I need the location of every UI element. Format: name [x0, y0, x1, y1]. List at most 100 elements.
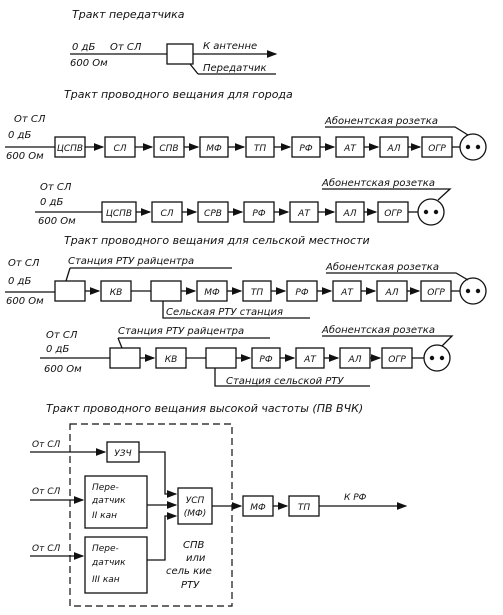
label-mf: МФ [206, 144, 222, 154]
label-station-village: Станция сельской РТУ [226, 376, 344, 387]
label-mf: МФ [250, 503, 266, 513]
title-city-path: Тракт проводного вещания для города [64, 88, 293, 101]
label-transmitter: Передатчик [203, 63, 267, 74]
section-rural-row1: От СЛ 0 дБ 600 Ом КВ МФ ТП РФ АТ АЛ ОГР … [5, 256, 487, 319]
label-from-sl: От СЛ [8, 258, 40, 269]
section-hf: От СЛ УЗЧ От СЛ Пере- датчик II кан От С… [30, 423, 408, 607]
label-al: АЛ [348, 355, 362, 365]
label-tx3-line1: Пере- [92, 544, 119, 554]
title-rural-path: Тракт проводного вещания для сельской ме… [64, 234, 370, 247]
rtu-boundary [69, 423, 233, 607]
label-uzch: УЗЧ [114, 449, 131, 459]
label-input-3: От СЛ [32, 544, 60, 554]
label-tx2-line1: Пере- [92, 483, 119, 493]
box-usp [177, 487, 213, 525]
label-to-antenna: К антенне [203, 41, 257, 52]
label-kv: КВ [165, 355, 178, 365]
section-transmitter: 0 дБ От СЛ 600 Ом К антенне Передатчик [70, 41, 278, 75]
label-spv-1: СПВ [183, 540, 205, 551]
label-sl: СЛ [160, 209, 173, 219]
label-al: АЛ [385, 288, 399, 298]
label-spv: СПВ [159, 144, 178, 154]
label-rf: РФ [299, 144, 312, 154]
box-transmitter [166, 43, 194, 65]
label-subscriber-socket: Абонентская розетка [324, 115, 438, 127]
label-zero-db: 0 дБ [72, 42, 95, 53]
label-spv-3: сель кие [166, 566, 212, 577]
label-tx2-line2: датчик [91, 496, 126, 506]
socket-pin-icon [433, 209, 439, 215]
label-ogr: ОГР [428, 144, 446, 154]
label-tp: ТП [254, 144, 266, 154]
socket-pin-icon [423, 209, 429, 215]
subscriber-socket-icon [423, 344, 451, 372]
leader-station-center [117, 337, 270, 349]
label-sl: СЛ [113, 144, 126, 154]
label-600-ohm: 600 Ом [44, 364, 82, 375]
label-at: АТ [343, 144, 357, 154]
label-station-village: Сельская РТУ станция [166, 307, 283, 318]
leader-socket [326, 272, 469, 281]
section-city-row2: От СЛ 0 дБ 600 Ом ЦСПВ СЛ СРВ РФ АТ АЛ О… [35, 177, 452, 227]
leader-socket [325, 126, 469, 136]
label-zero-db: 0 дБ [46, 344, 69, 355]
socket-pin-icon [439, 355, 445, 361]
socket-pin-icon [475, 144, 481, 150]
label-spv-2: или [186, 553, 206, 564]
socket-pin-icon [465, 144, 471, 150]
box-rtu-center [54, 280, 86, 302]
label-600-ohm: 600 Ом [6, 151, 44, 162]
leader-socket [322, 188, 452, 201]
label-at: АТ [297, 209, 311, 219]
label-rf: РФ [259, 355, 272, 365]
label-usp-mf: (МФ) [184, 509, 207, 519]
label-zero-db: 0 дБ [40, 197, 63, 208]
subscriber-socket-icon [459, 277, 487, 305]
leader-station-village [162, 301, 310, 319]
label-from-sl: От СЛ [46, 330, 78, 341]
label-subscriber-socket: Абонентская розетка [321, 324, 435, 336]
label-cspv: ЦСПВ [57, 144, 83, 154]
label-rf: РФ [295, 288, 308, 298]
box-rtu-center [109, 347, 141, 369]
label-at: АТ [340, 288, 354, 298]
label-usp: УСП [186, 496, 205, 506]
box-transmitter-3 [84, 536, 148, 594]
label-zero-db: 0 дБ [8, 276, 31, 287]
label-from-sl: От СЛ [110, 42, 142, 53]
subscriber-socket-icon [417, 198, 445, 226]
label-tp: ТП [251, 288, 263, 298]
label-tp: ТП [298, 503, 310, 513]
wire-uzch-to-usp [139, 451, 178, 498]
section-rural-row2: От СЛ 0 дБ 600 Ом КВ РФ АТ АЛ ОГР Станци… [40, 324, 454, 387]
label-ogr: ОГР [427, 288, 445, 298]
label-subscriber-socket: Абонентская розетка [321, 177, 435, 189]
box-rtu-village [205, 347, 237, 369]
box-rtu-village [150, 280, 182, 302]
label-600-ohm: 600 Ом [38, 216, 76, 227]
socket-pin-icon [475, 288, 481, 294]
label-station-center: Станция РТУ райцентра [68, 256, 194, 267]
label-from-sl: От СЛ [40, 182, 72, 193]
label-tx3-line3: III кан [92, 575, 120, 585]
title-hf-path: Тракт проводного вещания высокой частоты… [46, 402, 363, 415]
label-ogr: ОГР [384, 209, 402, 219]
label-al: АЛ [343, 209, 357, 219]
label-spv-4: РТУ [181, 580, 200, 591]
label-al: АЛ [387, 144, 401, 154]
title-transmitter-path: Тракт передатчика [72, 8, 185, 21]
label-zero-db: 0 дБ [8, 130, 31, 141]
section-city-row1: От СЛ 0 дБ 600 Ом ЦСПВ СЛ СПВ МФ ТП РФ А… [5, 114, 487, 162]
leader-transmitter [189, 63, 199, 75]
label-station-center: Станция РТУ райцентра [118, 326, 244, 337]
label-mf: МФ [204, 288, 220, 298]
subscriber-socket-icon [459, 133, 487, 161]
label-srv: СРВ [204, 209, 222, 219]
leader-socket [322, 335, 454, 347]
leader-station-center [65, 267, 232, 282]
label-input-2: От СЛ [32, 487, 60, 497]
leader-station-village [214, 368, 370, 387]
label-cspv: ЦСПВ [106, 209, 132, 219]
label-input-1: От СЛ [32, 440, 60, 450]
